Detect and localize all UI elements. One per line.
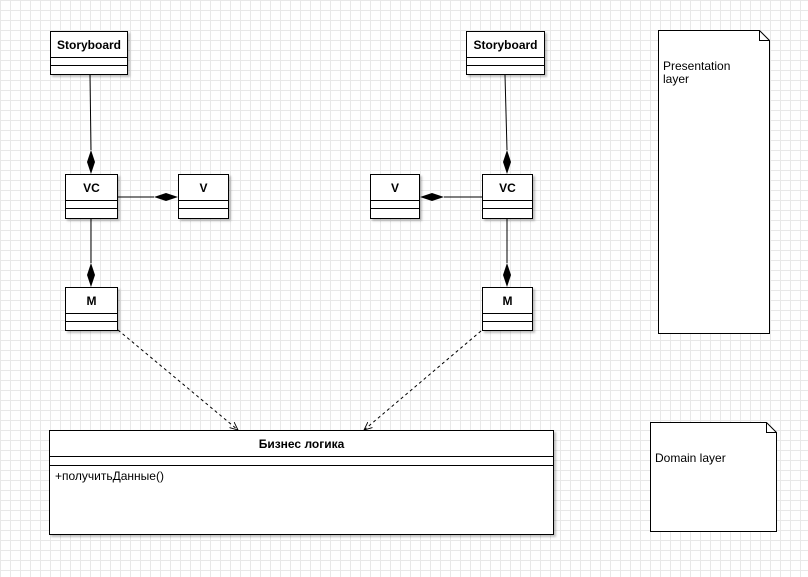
- class-name: M: [483, 288, 532, 314]
- class-m-right[interactable]: M: [482, 287, 533, 331]
- class-v-left[interactable]: V: [178, 174, 229, 219]
- note-text: Presentation layer: [663, 59, 731, 86]
- class-name: Storyboard: [467, 32, 544, 58]
- class-business-logic[interactable]: Бизнес логика +получитьДанные(): [49, 430, 554, 535]
- class-attributes: [51, 58, 127, 66]
- class-name: VC: [66, 175, 117, 201]
- class-storyboard-right[interactable]: Storyboard: [466, 31, 545, 75]
- class-name: VC: [483, 175, 532, 201]
- class-attributes: [483, 314, 532, 322]
- class-attributes: [179, 201, 228, 209]
- class-name: M: [66, 288, 117, 314]
- class-m-left[interactable]: M: [65, 287, 118, 331]
- class-attributes: [467, 58, 544, 66]
- dependency-m-left-business[interactable]: [117, 329, 238, 430]
- note-text: Domain layer: [655, 451, 726, 465]
- composition-vc-m-right[interactable]: [503, 219, 511, 287]
- composition-vc-v-left[interactable]: [118, 193, 178, 201]
- class-attributes: [483, 201, 532, 209]
- composition-storyboard-vc-left[interactable]: [87, 74, 95, 174]
- class-name: V: [179, 175, 228, 201]
- class-name: Бизнес логика: [50, 431, 553, 457]
- composition-vc-v-right[interactable]: [420, 193, 482, 201]
- class-name: V: [371, 175, 419, 201]
- note-shape: [658, 30, 770, 334]
- composition-storyboard-vc-right[interactable]: [503, 74, 511, 174]
- note-shape: [650, 422, 777, 532]
- dependency-m-right-business[interactable]: [364, 330, 482, 430]
- class-attributes: [371, 201, 419, 209]
- class-vc-right[interactable]: VC: [482, 174, 533, 219]
- class-method: +получитьДанные(): [55, 469, 164, 483]
- class-attributes: [66, 314, 117, 322]
- class-attributes: [66, 201, 117, 209]
- note-presentation-layer[interactable]: Presentation layer: [658, 30, 770, 334]
- composition-vc-m-left[interactable]: [87, 219, 95, 287]
- class-name: Storyboard: [51, 32, 127, 58]
- note-domain-layer[interactable]: Domain layer: [650, 422, 777, 532]
- class-attributes: [50, 457, 553, 466]
- class-storyboard-left[interactable]: Storyboard: [50, 31, 128, 75]
- class-v-right[interactable]: V: [370, 174, 420, 219]
- class-vc-left[interactable]: VC: [65, 174, 118, 219]
